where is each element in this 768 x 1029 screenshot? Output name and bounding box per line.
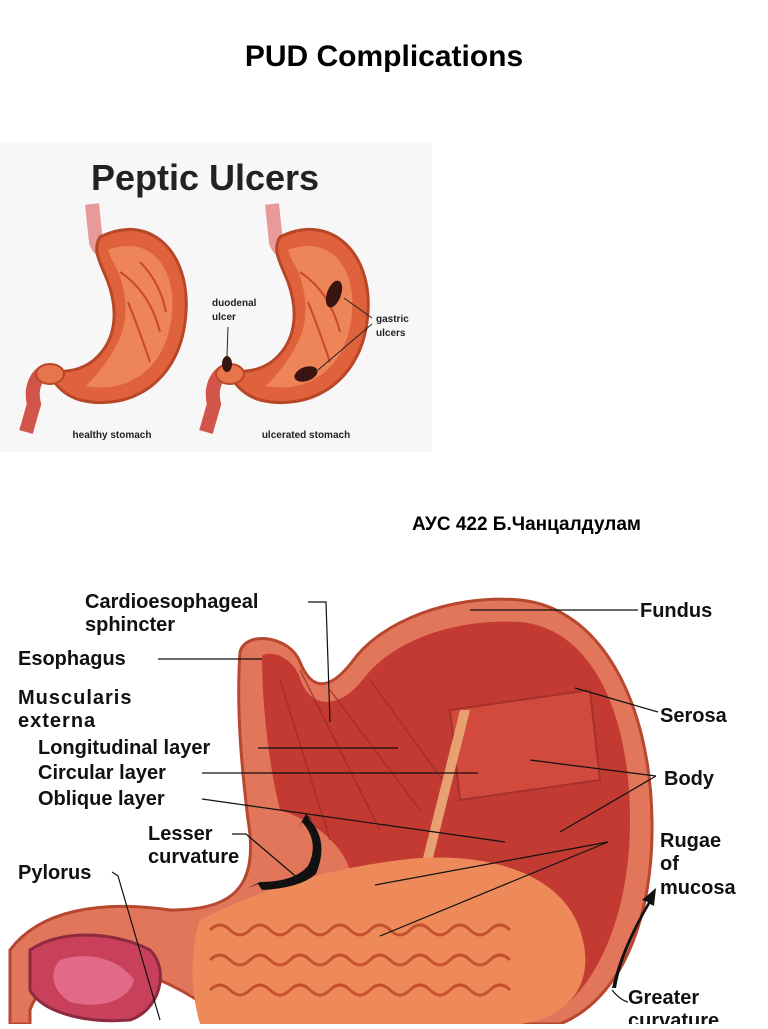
illustration-heading: Peptic Ulcers xyxy=(91,157,319,198)
label-duodenal-ulcer-1: duodenal xyxy=(212,298,257,309)
label-greater: Greater xyxy=(628,987,699,1009)
label-duodenal-ulcer-2: ulcer xyxy=(212,312,236,323)
slide-title: PUD Complications xyxy=(244,40,524,73)
label-longitudinal-layer: Longitudinal layer xyxy=(38,737,210,759)
label-muscularis: Muscularis xyxy=(18,687,132,709)
label-gastric-ulcers-2: ulcers xyxy=(376,328,406,339)
label-oblique-layer: Oblique layer xyxy=(38,788,165,810)
peptic-ulcers-illustration: Peptic Ulcers healthy stomach xyxy=(0,142,432,452)
label-lesser-curvature: curvature xyxy=(148,846,239,868)
label-pylorus: Pylorus xyxy=(18,862,91,884)
ulcerated-stomach-drawing: duodenal ulcer gastric ulcers ulcerated … xyxy=(199,203,409,441)
label-healthy-stomach: healthy stomach xyxy=(73,430,152,441)
label-fundus: Fundus xyxy=(640,600,712,622)
label-externa: externa xyxy=(18,710,96,732)
label-rugae: Rugae xyxy=(660,830,721,852)
healthy-stomach-drawing: healthy stomach xyxy=(19,203,188,441)
label-cardioesophageal: Cardioesophageal xyxy=(85,591,258,613)
stomach-anatomy-diagram: Cardioesophageal sphincter Esophagus Mus… xyxy=(0,570,768,1029)
label-of: of xyxy=(660,853,679,875)
label-sphincter: sphincter xyxy=(85,614,175,636)
label-esophagus: Esophagus xyxy=(18,648,126,670)
label-lesser: Lesser xyxy=(148,823,213,845)
label-gastric-ulcers-1: gastric xyxy=(376,314,409,325)
label-circular-layer: Circular layer xyxy=(38,762,166,784)
label-body: Body xyxy=(664,768,715,790)
label-ulcerated-stomach: ulcerated stomach xyxy=(262,430,350,441)
label-greater-curvature: curvature xyxy=(628,1010,719,1024)
stomach-cross-section xyxy=(8,597,654,1026)
label-mucosa: mucosa xyxy=(660,877,736,899)
author-credit: АУС 422 Б.Чанцалдулам xyxy=(412,514,641,535)
label-serosa: Serosa xyxy=(660,705,728,727)
